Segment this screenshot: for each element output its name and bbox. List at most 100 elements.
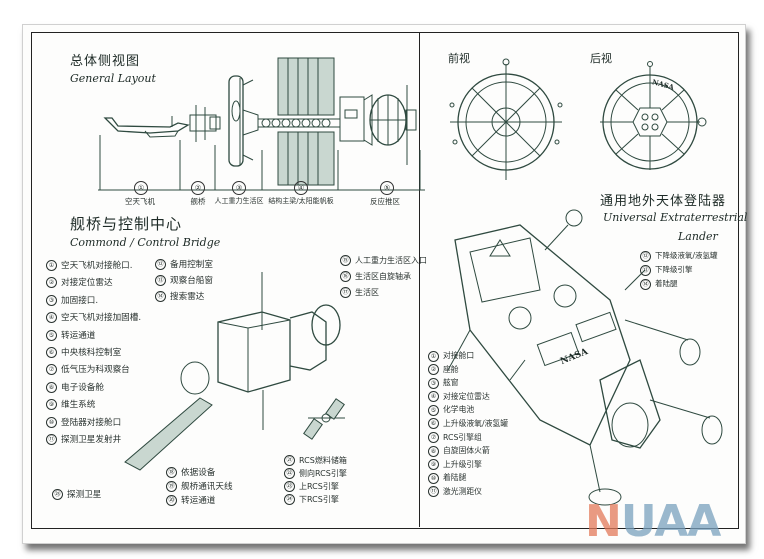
drawing-frame — [31, 32, 739, 529]
legend-number: ③ — [428, 377, 439, 389]
legend-item: ⑯ 生活区自旋轴承 — [340, 269, 427, 285]
legend-item: ⑪ 激光测距仪 — [428, 485, 508, 499]
legend-number: ⑭ — [640, 278, 651, 290]
reactor-section-sketch — [339, 85, 417, 165]
bridge-title-cn: 舰桥与控制中心 — [70, 215, 183, 233]
section-number: ② — [191, 181, 205, 195]
legend-text: 座舱 — [443, 364, 459, 374]
legend-item: ① 空天飞机对接舱口. — [46, 258, 141, 275]
legend-number: ⑦ — [428, 432, 439, 444]
legend-item: ⑬ 下降级引擎 — [640, 263, 718, 277]
legend-number: ㉑ — [284, 455, 295, 466]
legend-text: 化学电池 — [443, 405, 475, 415]
legend-text: 低气压为科观察台 — [61, 365, 130, 376]
legend-text: 电子设备舱 — [61, 382, 104, 393]
legend-item: ㉑ RCS燃料储箱 — [284, 454, 347, 467]
section-label: 人工重力生活区 — [214, 197, 264, 205]
legend-text: 上升级引擎 — [443, 459, 482, 469]
legend-text: 观察台船窗 — [170, 276, 213, 286]
watermark-logo: NUAA — [585, 496, 721, 547]
legend-text: 对接舱口 — [443, 351, 475, 360]
legend-number: ⑯ — [340, 271, 351, 282]
legend-text: 人工重力生活区入口 — [355, 256, 427, 265]
bridge-title-en: Commond / Control Bridge — [70, 236, 221, 249]
legend-number: ⑮ — [340, 255, 351, 266]
legend-text: 着陆腿 — [655, 279, 678, 288]
lander-title-en-2: Lander — [678, 230, 718, 243]
rear-view-sketch — [600, 61, 707, 170]
legend-item: ⑭ 着陆腿 — [640, 277, 718, 291]
frame-divider — [419, 32, 420, 527]
legend-number: ⑲ — [166, 481, 177, 492]
legend-text: 上升级液氧/液氢罐 — [443, 418, 509, 428]
legend-text: 维生系统 — [61, 400, 96, 411]
legend-text: 下降级引擎 — [655, 265, 693, 274]
legend-text: 下RCS引擎 — [299, 495, 339, 504]
legend-text: 激光测距仪 — [443, 486, 482, 496]
legend-number: ㉓ — [284, 481, 295, 492]
legend-number: ⑳ — [166, 495, 177, 506]
bridge-perspective-sketch — [124, 272, 345, 471]
legend-item: ⑳ 转运通道 — [166, 494, 233, 508]
section-number: ③ — [232, 181, 246, 195]
legend-text: 加固接口. — [61, 295, 99, 306]
legend-text: RCS燃料储箱 — [299, 456, 347, 465]
legend-number: ⑬ — [640, 264, 651, 276]
legend-text: 生活区 — [355, 288, 379, 297]
legend-text: 空天飞机对接舱口. — [61, 261, 133, 271]
general-layout-title-en: General Layout — [70, 72, 156, 85]
section-label: 空天飞机 — [125, 197, 155, 206]
legend-number: ⑧ — [428, 445, 439, 457]
front-view-label: 前视 — [448, 52, 470, 65]
legend-text: 侧向RCS引擎 — [299, 469, 347, 478]
legend-text: 上RCS引擎 — [299, 482, 339, 491]
legend-text: 生活区自旋轴承 — [355, 272, 411, 281]
bridge-side-sketch — [189, 105, 221, 142]
legend-number: ⑥ — [428, 418, 439, 430]
legend-number: ② — [46, 277, 57, 289]
gravity-ring-side-sketch — [228, 75, 259, 167]
legend-text: 对接定位雷达 — [443, 391, 490, 401]
legend-number: ㉒ — [284, 468, 295, 479]
legend-text: 备用控制室 — [170, 260, 213, 270]
lander-sketch — [447, 209, 723, 506]
legend-number: ⑥ — [46, 347, 57, 359]
front-view-sketch — [449, 58, 563, 180]
legend-item: ③ 舷窗 — [428, 376, 508, 390]
legend-number: ⑨ — [46, 399, 57, 411]
legend-text: 空天飞机对接加固槽. — [61, 313, 142, 324]
legend-text: 依据设备 — [181, 468, 216, 478]
legend-text: RCS引擎组 — [443, 432, 482, 442]
legend-number: ⑪ — [428, 486, 439, 498]
legend-number: ① — [46, 260, 57, 271]
legend-text: 探测卫星 — [67, 490, 102, 500]
legend-number: ㉕ — [52, 489, 63, 500]
section-label: 舰桥 — [190, 197, 206, 206]
legend-text: 转运通道 — [181, 496, 216, 506]
rear-view-label: 后视 — [590, 52, 612, 65]
legend-text: 中央核科控制室 — [61, 348, 122, 359]
legend-text: 舷窗 — [443, 378, 459, 388]
